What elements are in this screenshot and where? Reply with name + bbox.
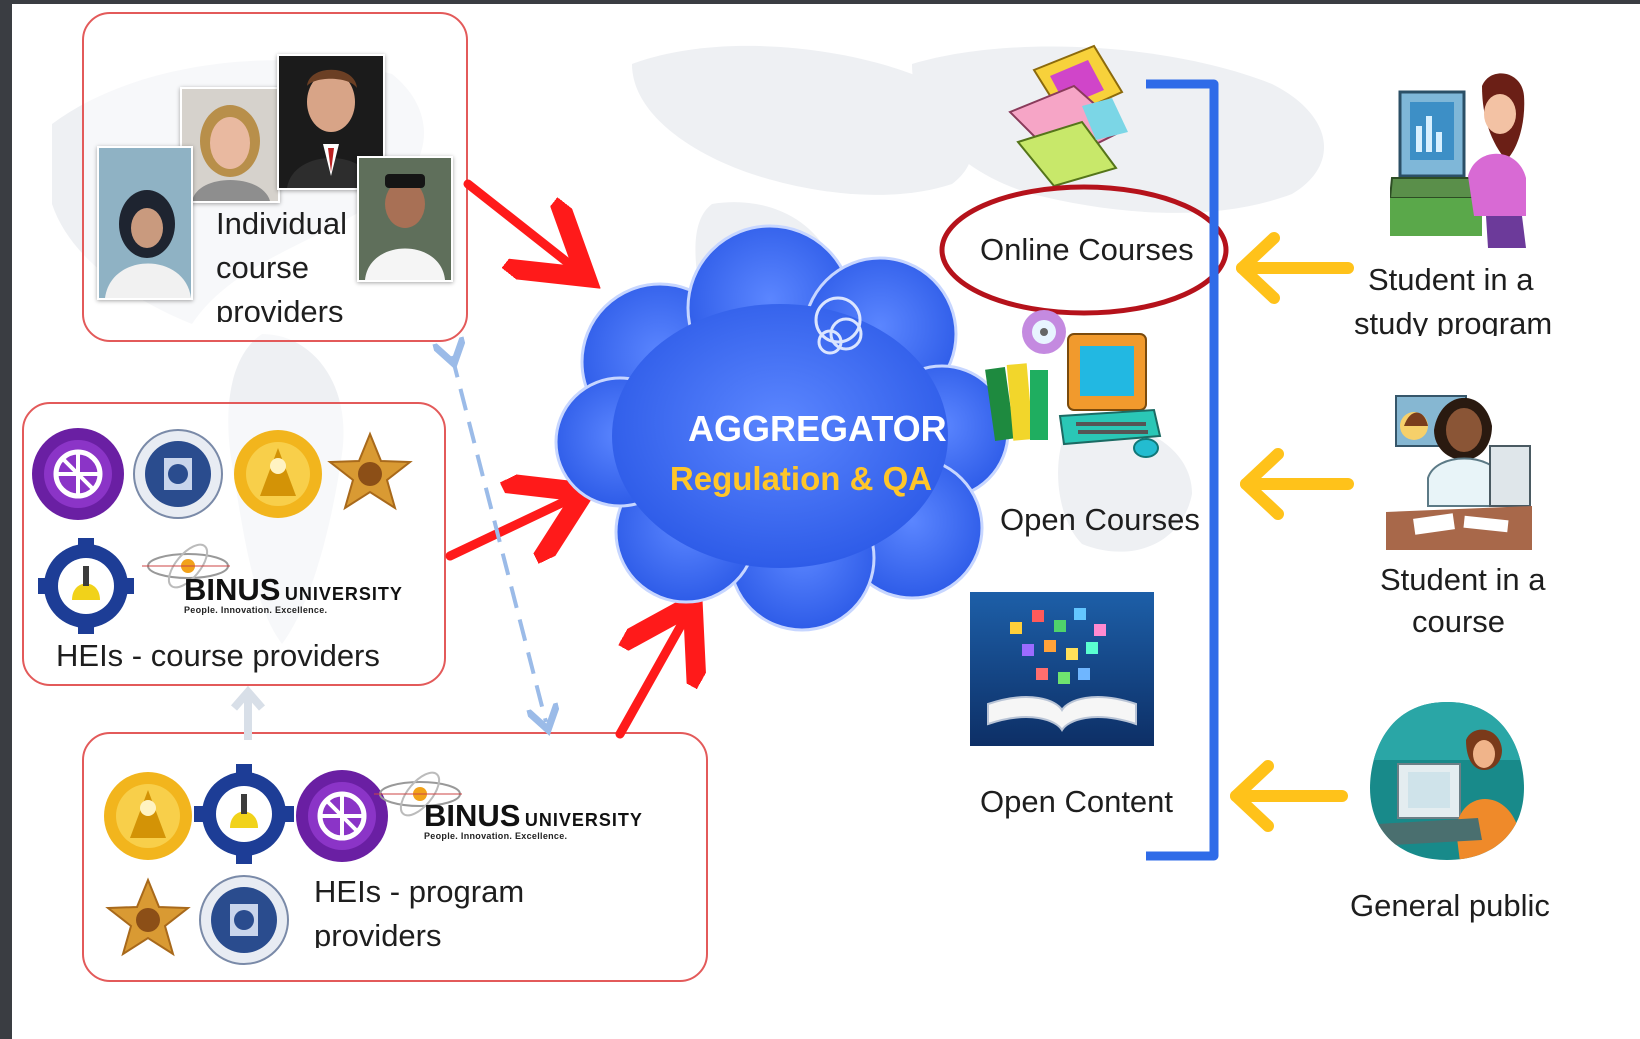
gear-university-emblem-icon [38, 538, 134, 634]
yellow-arrow-course [1240, 448, 1354, 520]
gold-star-emblem-icon [327, 431, 413, 511]
hei-course-providers-label: HEIs - course providers [56, 638, 380, 673]
hei-program-providers-box [82, 732, 708, 982]
connector-arrows [230, 179, 1640, 740]
binus-logo-program: BINUS UNIVERSITY People. Innovation. Exc… [424, 798, 643, 841]
student-course-label-line2: course [1412, 604, 1506, 639]
general-public-icon [1370, 702, 1524, 860]
hei-program-providers-label-line2: providers [314, 918, 442, 948]
hei-program-providers-label-line1: HEIs - program [314, 874, 525, 909]
university-logos-row [32, 428, 413, 520]
double-arrow-hei-boxes [230, 685, 266, 740]
aggregator-title: AGGREGATOR [688, 408, 947, 449]
open-content-label: Open Content [980, 784, 1174, 819]
person-icon [182, 89, 278, 201]
provider-photo-woman-hijab [97, 146, 193, 300]
binus-atom-logo-icon [374, 771, 462, 817]
highlight-ellipse [939, 184, 1229, 316]
dashed-link-arrow [452, 356, 546, 722]
individual-providers-label-line2: course [216, 250, 310, 285]
individual-providers-label-line1: Individual [216, 206, 347, 241]
gear-university-emblem-icon [194, 764, 294, 864]
open-courses-label: Open Courses [1000, 502, 1200, 537]
student-study-program-label-line1: Student in a [1368, 262, 1534, 297]
student-course-icon [1386, 395, 1532, 550]
general-public-label: General public [1350, 888, 1550, 923]
online-courses-label: Online Courses [980, 232, 1194, 267]
binus-name: BINUS [184, 572, 281, 607]
purple-university-emblem-icon [296, 770, 388, 862]
yellow-university-emblem-icon [234, 430, 322, 518]
yellow-university-emblem-icon [104, 772, 192, 860]
blue-university-seal-icon [199, 875, 289, 965]
program-university-logos-row1 [104, 764, 388, 864]
aggregator-subtitle: Regulation & QA [669, 460, 933, 497]
open-content-book-icon [970, 592, 1154, 746]
offerings-bracket [1146, 79, 1219, 861]
person-icon [359, 158, 451, 280]
binus-name: BINUS [424, 798, 521, 833]
computer-books-icon [985, 310, 1162, 458]
purple-university-emblem-icon [32, 428, 124, 520]
gold-star-emblem-icon [105, 877, 191, 957]
yellow-arrow-general-public [1230, 760, 1348, 832]
program-university-logos-row2 [105, 875, 289, 965]
student-study-program-label-line2: study program [1354, 306, 1553, 336]
learner-arrows [1230, 232, 1354, 832]
binus-university-word: UNIVERSITY [284, 584, 403, 604]
yellow-arrow-study-program [1236, 232, 1354, 304]
books-stack-icon [1008, 44, 1128, 188]
blue-university-seal-icon [133, 429, 223, 519]
diagram-canvas: Individual course providers [12, 4, 1640, 1039]
student-course-label-line1: Student in a [1380, 562, 1546, 597]
person-icon [99, 148, 191, 298]
binus-tagline: People. Innovation. Excellence. [424, 831, 568, 841]
binus-logo-course: BINUS UNIVERSITY People. Innovation. Exc… [184, 572, 403, 615]
red-arrow-individual [463, 179, 572, 266]
aggregator-cloud [554, 224, 1010, 632]
red-arrow-hei-program [615, 620, 684, 739]
provider-photo-man-peci [357, 156, 453, 282]
individual-providers-label-line3: providers [216, 294, 344, 322]
binus-university-word: UNIVERSITY [524, 810, 643, 830]
binus-atom-logo-icon [142, 543, 230, 589]
binus-tagline: People. Innovation. Excellence. [184, 605, 328, 615]
student-computer-icon [1390, 73, 1526, 248]
